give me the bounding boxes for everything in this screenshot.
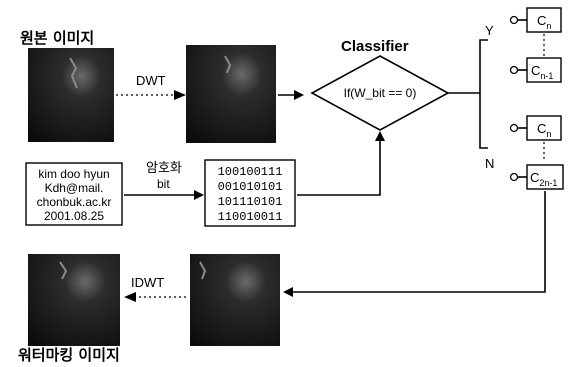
classifier-condition: If(W_bit == 0) xyxy=(344,86,417,100)
coef-no-last-sub: 2n-1 xyxy=(539,178,557,188)
coef-yes-last-sub: n-1 xyxy=(540,71,553,81)
bit-label: bit xyxy=(157,177,170,191)
coef-no-last-base: C xyxy=(530,170,539,185)
bit-row-1: 100100111 xyxy=(218,165,283,179)
coef-yes-first-sub: n xyxy=(546,21,551,31)
idwt-arrow-head xyxy=(124,292,136,302)
yes-label: Y xyxy=(485,23,494,38)
watermarked-image xyxy=(28,254,120,346)
bit-row-2: 001010101 xyxy=(218,180,283,194)
dwt-label: DWT xyxy=(136,73,166,88)
yn-bracket xyxy=(480,40,488,148)
bits-to-classifier-arrow xyxy=(297,133,380,195)
classifier-label: Classifier xyxy=(341,38,409,55)
dwt-arrow-head xyxy=(174,90,186,100)
info-line-4: 2001.08.25 xyxy=(44,209,104,223)
bit-row-3: 101110101 xyxy=(218,195,283,209)
info-line-3: chonbuk.ac.kr xyxy=(37,195,112,209)
yes-coefficient-group: Cn Cn-1 xyxy=(511,8,562,82)
coef-yes-last-base: C xyxy=(531,63,540,78)
no-label: N xyxy=(485,156,494,171)
idwt-image xyxy=(190,254,280,346)
coef-no-first-sub: n xyxy=(546,129,551,139)
coef-yes-first-base: C xyxy=(537,13,546,28)
coef-no-first-base: C xyxy=(537,121,546,136)
encrypt-label: 암호화 xyxy=(146,160,182,175)
original-image-title: 원본 이미지 xyxy=(20,29,94,47)
bit-row-4: 110010011 xyxy=(218,210,283,224)
dwt-image xyxy=(186,45,276,143)
no-coefficient-group: Cn C2n-1 xyxy=(511,116,564,189)
original-image xyxy=(28,48,114,142)
idwt-label: IDWT xyxy=(131,275,164,290)
return-arrow xyxy=(285,191,545,292)
info-line-2: Kdh@mail. xyxy=(45,181,104,195)
watermarked-image-title: 워터마킹 이미지 xyxy=(18,346,120,364)
info-line-1: kim doo hyun xyxy=(38,167,109,181)
